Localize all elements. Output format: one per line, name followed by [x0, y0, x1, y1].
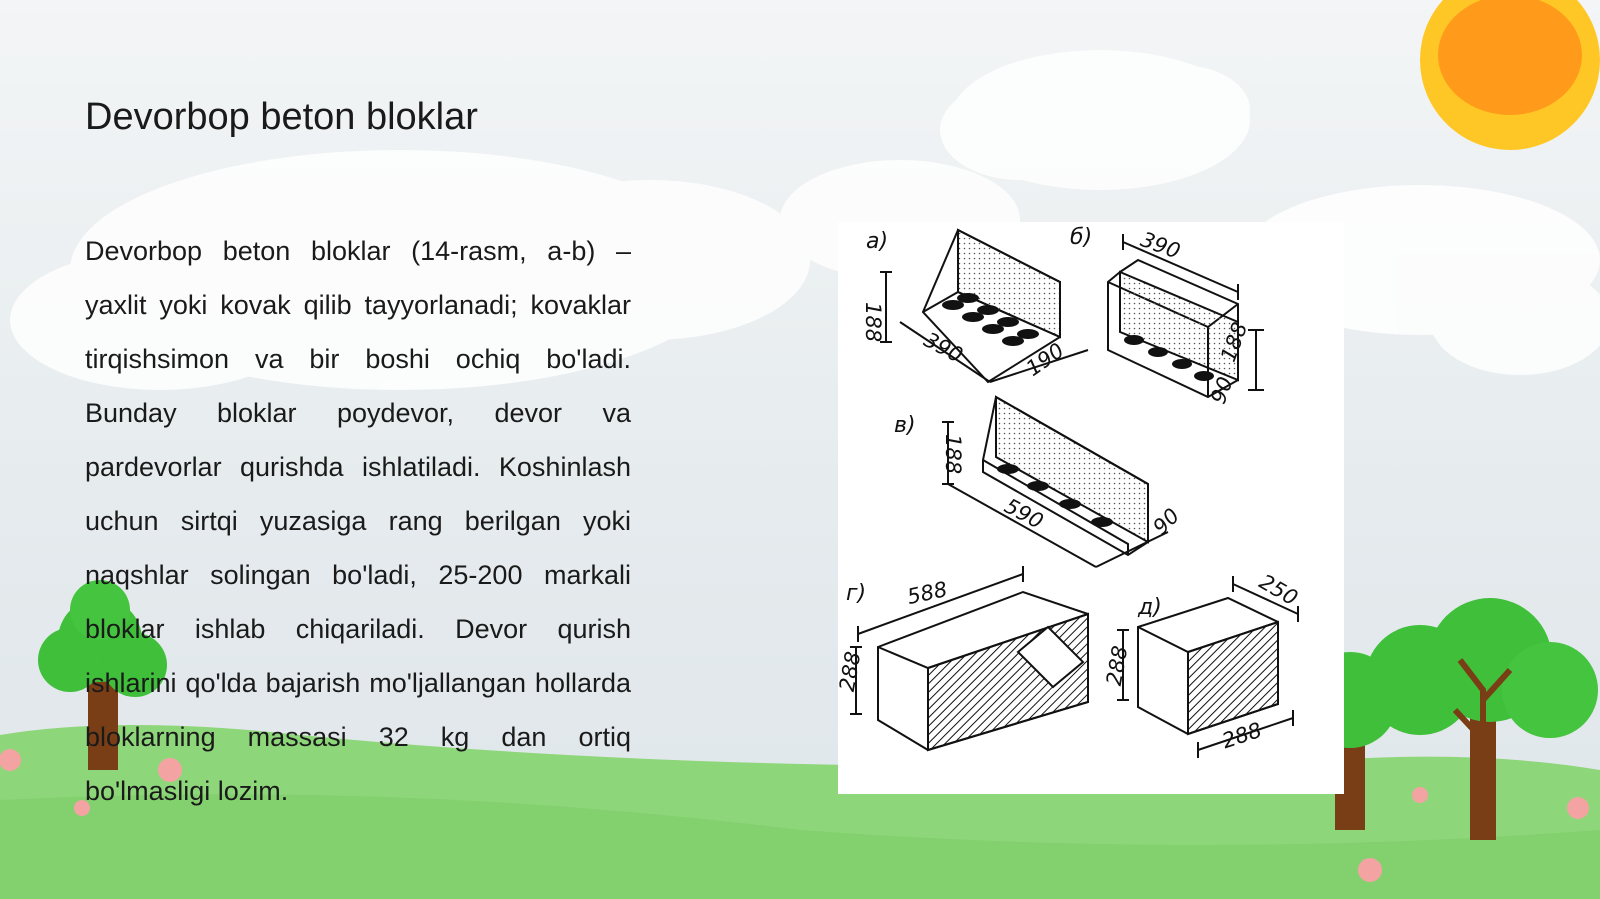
block-b-drawing: б) 390 188 90 [1070, 225, 1264, 407]
block-d-drawing: д) 250 288 288 [1102, 570, 1302, 758]
block-v-width: 90 [1148, 504, 1184, 540]
tree-right-icon [1302, 598, 1598, 840]
block-d-label: д) [1137, 595, 1162, 620]
block-a-height: 188 [861, 302, 885, 342]
block-a-label: a) [866, 229, 888, 254]
block-a-drawing: a) 188 390 190 [861, 228, 1089, 384]
block-d-length: 288 [1219, 718, 1265, 753]
block-b-length: 390 [1137, 227, 1183, 263]
block-d-height: 288 [1102, 644, 1133, 688]
block-v-drawing: в) 188 590 90 [894, 395, 1184, 568]
block-v-label: в) [894, 413, 916, 438]
slide-body-text: Devorbop beton bloklar (14-rasm, a-b) – … [85, 236, 631, 806]
block-v-height: 188 [941, 434, 965, 474]
block-g-height: 288 [838, 650, 865, 694]
flowers [0, 749, 1589, 882]
block-a-width: 190 [1022, 338, 1069, 381]
concrete-blocks-figure: a) 188 390 190 б) [838, 222, 1344, 794]
block-g-drawing: г) 588 288 [838, 566, 1089, 752]
block-v-length: 590 [1001, 494, 1048, 534]
slide-title: Devorbop beton bloklar [85, 96, 478, 138]
tree-left-icon [38, 580, 167, 770]
block-b-label: б) [1070, 225, 1092, 250]
block-g-label: г) [846, 581, 866, 606]
